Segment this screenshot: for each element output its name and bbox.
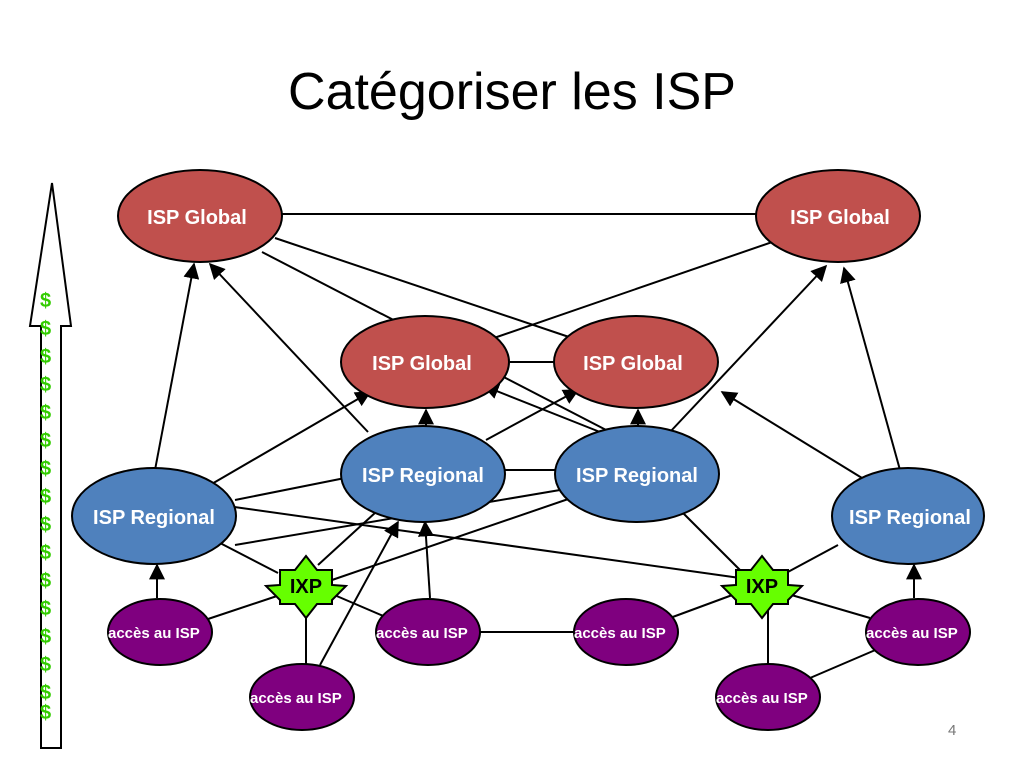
node-label: ISP Global: [372, 353, 472, 375]
dollar-sign: $: [40, 682, 51, 704]
isp-global-node-top-left: ISP Global: [117, 169, 283, 263]
link-access-6-access-4: [809, 647, 881, 679]
link-regional-cr-ixp-right: [679, 509, 741, 571]
arrow-regional-fr-global-mr: [720, 391, 863, 479]
isp-regional-node-far-right: ISP Regional: [831, 467, 985, 565]
link-global-tr-global-ml: [493, 239, 779, 339]
dollar-sign: $: [40, 430, 51, 452]
dollar-sign: $: [40, 290, 51, 312]
dollar-stack: $ $ $ $ $ $ $ $ $ $ $ $ $ $ $ $: [40, 290, 51, 724]
node-label: accès au ISP: [250, 690, 342, 707]
link-global-tl-global-mr: [274, 237, 573, 339]
node-label: ISP Regional: [93, 507, 215, 529]
ixp-label: IXP: [290, 576, 322, 598]
node-label: accès au ISP: [108, 625, 200, 642]
dollar-sign: $: [40, 626, 51, 648]
node-label: ISP Global: [147, 207, 247, 229]
access-isp-node-4: accès au ISP: [865, 598, 971, 666]
access-isp-node-6: accès au ISP: [715, 663, 821, 731]
dollar-sign: $: [40, 402, 51, 424]
dollar-sign: $: [40, 514, 51, 536]
access-isp-node-1: accès au ISP: [107, 598, 213, 666]
money-flow-arrow: [28, 182, 73, 749]
dollar-sign: $: [40, 702, 51, 724]
access-isp-node-3: accès au ISP: [573, 598, 679, 666]
transit-links: [149, 262, 922, 666]
ixp-label: IXP: [746, 576, 778, 598]
dollar-sign: $: [40, 346, 51, 368]
node-label: ISP Global: [790, 207, 890, 229]
link-regional-fr-ixp-right: [785, 544, 839, 574]
arrow-regional-fl-global-ml: [209, 391, 372, 486]
node-label: ISP Regional: [576, 465, 698, 487]
node-label: accès au ISP: [376, 625, 468, 642]
link-ixp-left-access-1: [204, 594, 281, 621]
dollar-sign: $: [40, 318, 51, 340]
dollar-sign: $: [40, 542, 51, 564]
isp-global-node-mid-right: ISP Global: [553, 315, 719, 409]
isp-regional-node-center-right: ISP Regional: [554, 425, 720, 523]
access-isp-node-5: accès au ISP: [249, 663, 355, 731]
dollar-sign: $: [40, 570, 51, 592]
isp-regional-node-center-left: ISP Regional: [340, 425, 506, 523]
isp-regional-node-far-left: ISP Regional: [71, 467, 237, 565]
link-ixp-left-access-2: [331, 593, 389, 619]
node-label: ISP Regional: [849, 507, 971, 529]
link-ixp-right-access-3: [669, 593, 736, 619]
link-ixp-right-access-4: [787, 593, 871, 619]
arrow-regional-cl-global-mr: [485, 389, 580, 441]
link-regional-fl-ixp-right: [219, 504, 741, 579]
isp-global-node-top-right: ISP Global: [755, 169, 921, 263]
arrow-regional-cl-global-tl: [208, 262, 369, 433]
link-regional-fl-ixp-left: [219, 542, 279, 574]
slide-title: Catégoriser les ISP: [288, 63, 736, 121]
arrow-regional-fl-global-tl: [154, 262, 200, 471]
arrow-access-2-regional-cl: [417, 520, 434, 599]
node-label: accès au ISP: [716, 690, 808, 707]
ixp-node-right: IXP: [719, 554, 805, 620]
dollar-sign: $: [40, 598, 51, 620]
page-number: 4: [948, 722, 957, 739]
dollar-sign: $: [40, 458, 51, 480]
arrow-regional-cr-global-tr: [669, 264, 828, 433]
arrow-regional-fr-global-tr: [840, 266, 901, 471]
ixp-node-left: IXP: [263, 554, 349, 620]
node-label: accès au ISP: [574, 625, 666, 642]
link-regional-fl-regional-cl: [234, 477, 346, 501]
arrow-access-5-regional-cl: [319, 520, 399, 666]
dollar-sign: $: [40, 374, 51, 396]
node-label: accès au ISP: [866, 625, 958, 642]
link-regional-cl-ixp-left: [317, 511, 377, 566]
isp-global-node-mid-left: ISP Global: [340, 315, 510, 409]
node-label: ISP Global: [583, 353, 683, 375]
node-label: ISP Regional: [362, 465, 484, 487]
dollar-sign: $: [40, 654, 51, 676]
dollar-sign: $: [40, 486, 51, 508]
access-isp-node-2: accès au ISP: [375, 598, 481, 666]
